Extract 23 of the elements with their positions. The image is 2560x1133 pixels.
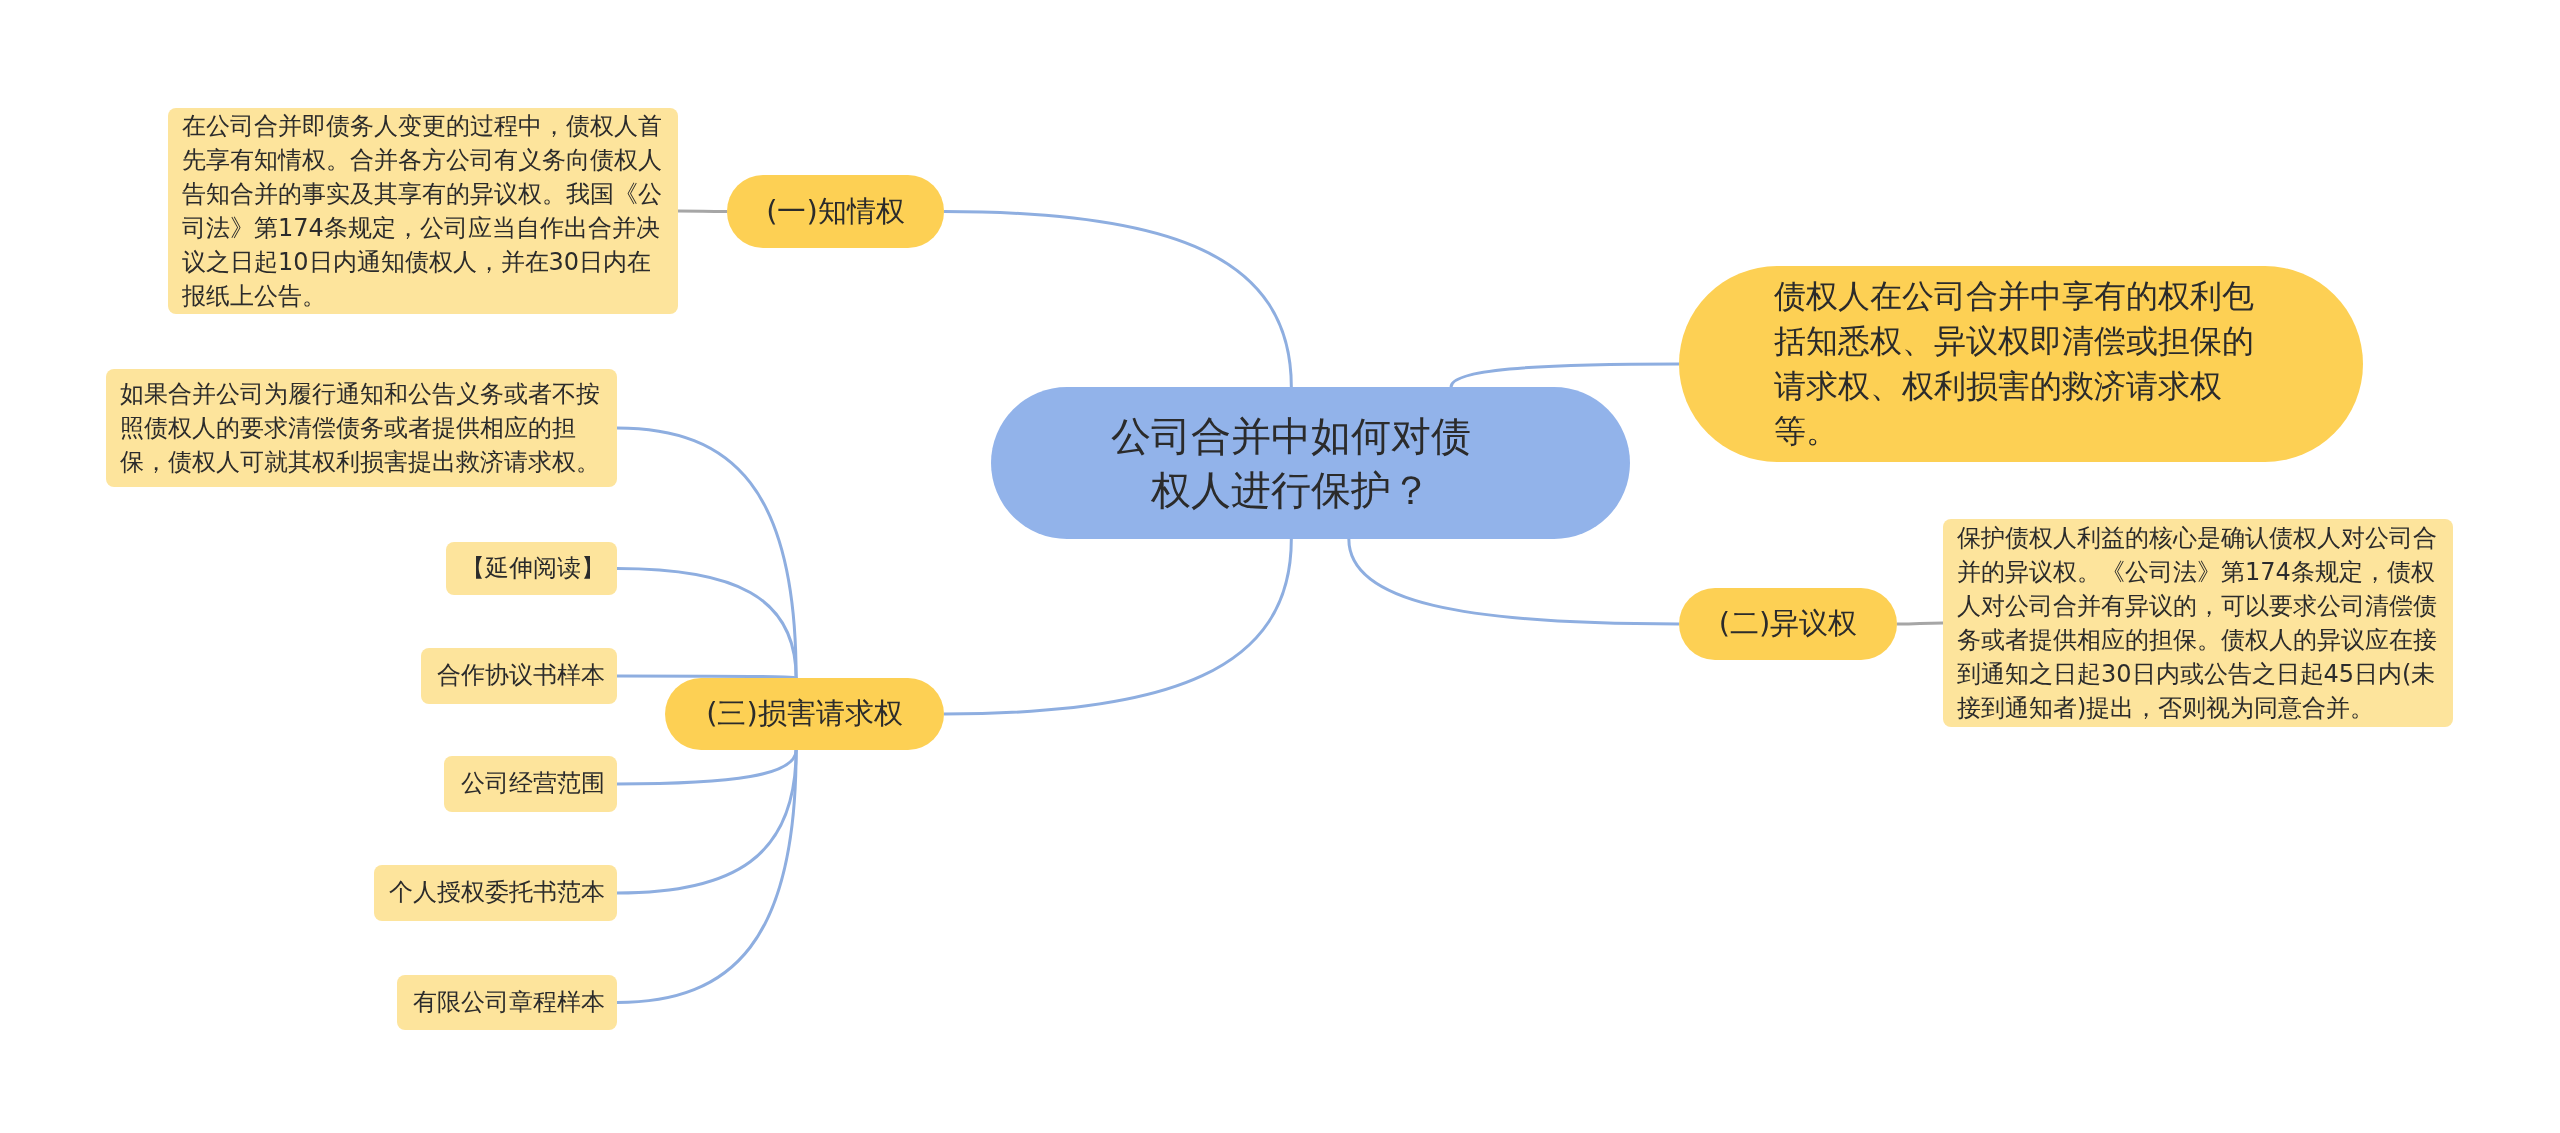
link-box: 合作协议书样本 [421,648,617,704]
connector-line [1897,621,1943,626]
link-box: 个人授权委托书范本 [374,865,617,921]
connector-line [943,538,1293,716]
connector-line [1449,362,1679,388]
note-box: 在公司合并即债务人变更的过程中，债权人首先享有知情权。合并各方公司有义务向债权人告知合并的事实及其享有的异议权。我国《公司法》第174条规定，公司应当自作出合并决议之日起10日内通知债权人，并在30日内在报纸上公告。 [168,108,678,314]
note-box: 如果合并公司为履行通知和公告义务或者不按照债权人的要求清偿债务或者提供相应的担保，债权人可就其权利损害提出救济请求权。 [106,369,617,487]
connector-line [617,749,798,786]
link-box: 【延伸阅读】 [446,542,617,595]
connector-line [616,749,798,1004]
connector-line [1347,538,1679,626]
link-box: 有限公司章程样本 [397,975,617,1030]
connector-line [943,210,1293,388]
connector-line [617,674,797,680]
connector-line [678,209,727,213]
branch-bubble: (一)知情权 [727,175,944,248]
note-box: 保护债权人利益的核心是确认债权人对公司合并的异议权。《公司法》第174条规定，债权人对公司合并有异议的，可以要求公司清偿债务或者提供相应的担保。债权人的异议应在接到通知之日起30日内或公告之日起45日内(未接到通知者)提出，否则视为同意合并。 [1943,519,2453,727]
summary-bubble: 债权人在公司合并中享有的权利包括知悉权、异议权即清偿或担保的请求权、权利损害的救济请求权等。 [1679,266,2363,462]
topic-bubble: 公司合并中如何对债权人进行保护？ [991,387,1630,539]
link-box: 公司经营范围 [444,756,617,812]
connector-line [616,567,798,679]
branch-bubble: (三)损害请求权 [665,678,944,750]
branch-bubble: (二)异议权 [1679,588,1897,660]
